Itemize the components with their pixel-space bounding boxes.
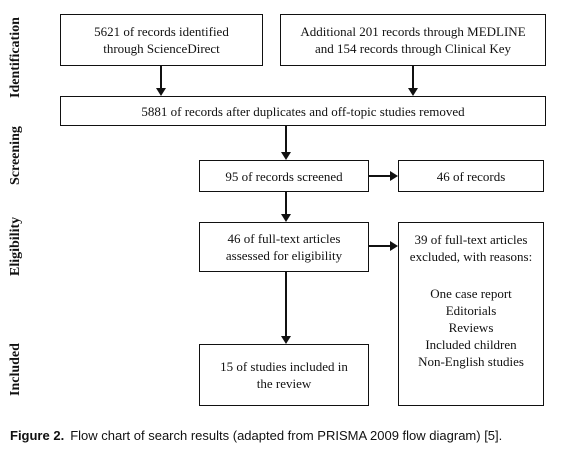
figure-caption-text: Flow chart of search results (adapted fr… xyxy=(70,428,503,443)
box-text-line: 15 of studies included in xyxy=(220,359,348,374)
connector-line xyxy=(369,245,392,247)
stage-label-eligibility: Eligibility xyxy=(8,216,23,276)
box-text-line: 46 of full-text articles xyxy=(227,231,341,246)
exclusion-reason: One case report xyxy=(430,286,512,301)
connector-line xyxy=(285,192,287,216)
stage-label-included: Included xyxy=(8,343,23,397)
box-text-line: 95 of records screened xyxy=(225,168,343,184)
box-records-excluded: 46 of records xyxy=(398,160,544,192)
box-text-line: assessed for eligibility xyxy=(225,248,343,263)
box-text-line: through ScienceDirect xyxy=(103,41,220,56)
connector-line xyxy=(369,175,392,177)
box-text-line: 46 of records xyxy=(436,168,506,184)
arrow-down xyxy=(408,88,418,96)
exclusion-reason: Reviews xyxy=(448,320,494,335)
box-text-line: Additional 201 records through MEDLINE xyxy=(300,24,526,39)
figure-caption-label: Figure 2. xyxy=(10,428,65,443)
arrow-right xyxy=(390,171,398,181)
box-fulltext-assessed: 46 of full-text articles assessed for el… xyxy=(199,222,369,272)
box-text-line: the review xyxy=(256,376,312,391)
box-text-line: 5621 of records identified xyxy=(94,24,229,39)
connector-line xyxy=(412,66,414,90)
figure-caption: Figure 2. Flow chart of search results (a… xyxy=(10,428,502,443)
stage-label-screening: Screening xyxy=(8,126,23,186)
arrow-down xyxy=(281,336,291,344)
box-fulltext-excluded: 39 of full-text articles excluded, with … xyxy=(398,222,544,406)
box-records-screened: 95 of records screened xyxy=(199,160,369,192)
box-text-line: 39 of full-text articles xyxy=(414,232,528,247)
box-medline-clinicalkey-records: Additional 201 records through MEDLINE a… xyxy=(280,14,546,66)
arrow-down xyxy=(281,214,291,222)
arrow-down xyxy=(156,88,166,96)
box-text-line: 5881 of records after duplicates and off… xyxy=(141,103,465,119)
stage-label-identification: Identification xyxy=(8,17,23,99)
box-studies-included: 15 of studies included in the review xyxy=(199,344,369,406)
box-sciencedirect-records: 5621 of records identified through Scien… xyxy=(60,14,263,66)
exclusion-reason: Non-English studies xyxy=(418,354,524,369)
arrow-down xyxy=(281,152,291,160)
box-after-duplicates-removed: 5881 of records after duplicates and off… xyxy=(60,96,546,126)
exclusion-reason: Included children xyxy=(425,337,517,352)
connector-line xyxy=(285,126,287,153)
box-text-line: and 154 records through Clinical Key xyxy=(314,41,512,56)
connector-line xyxy=(160,66,162,90)
connector-line xyxy=(285,272,287,338)
exclusion-reason: Editorials xyxy=(445,303,497,318)
arrow-right xyxy=(390,241,398,251)
box-text-line: excluded, with reasons: xyxy=(409,249,533,264)
